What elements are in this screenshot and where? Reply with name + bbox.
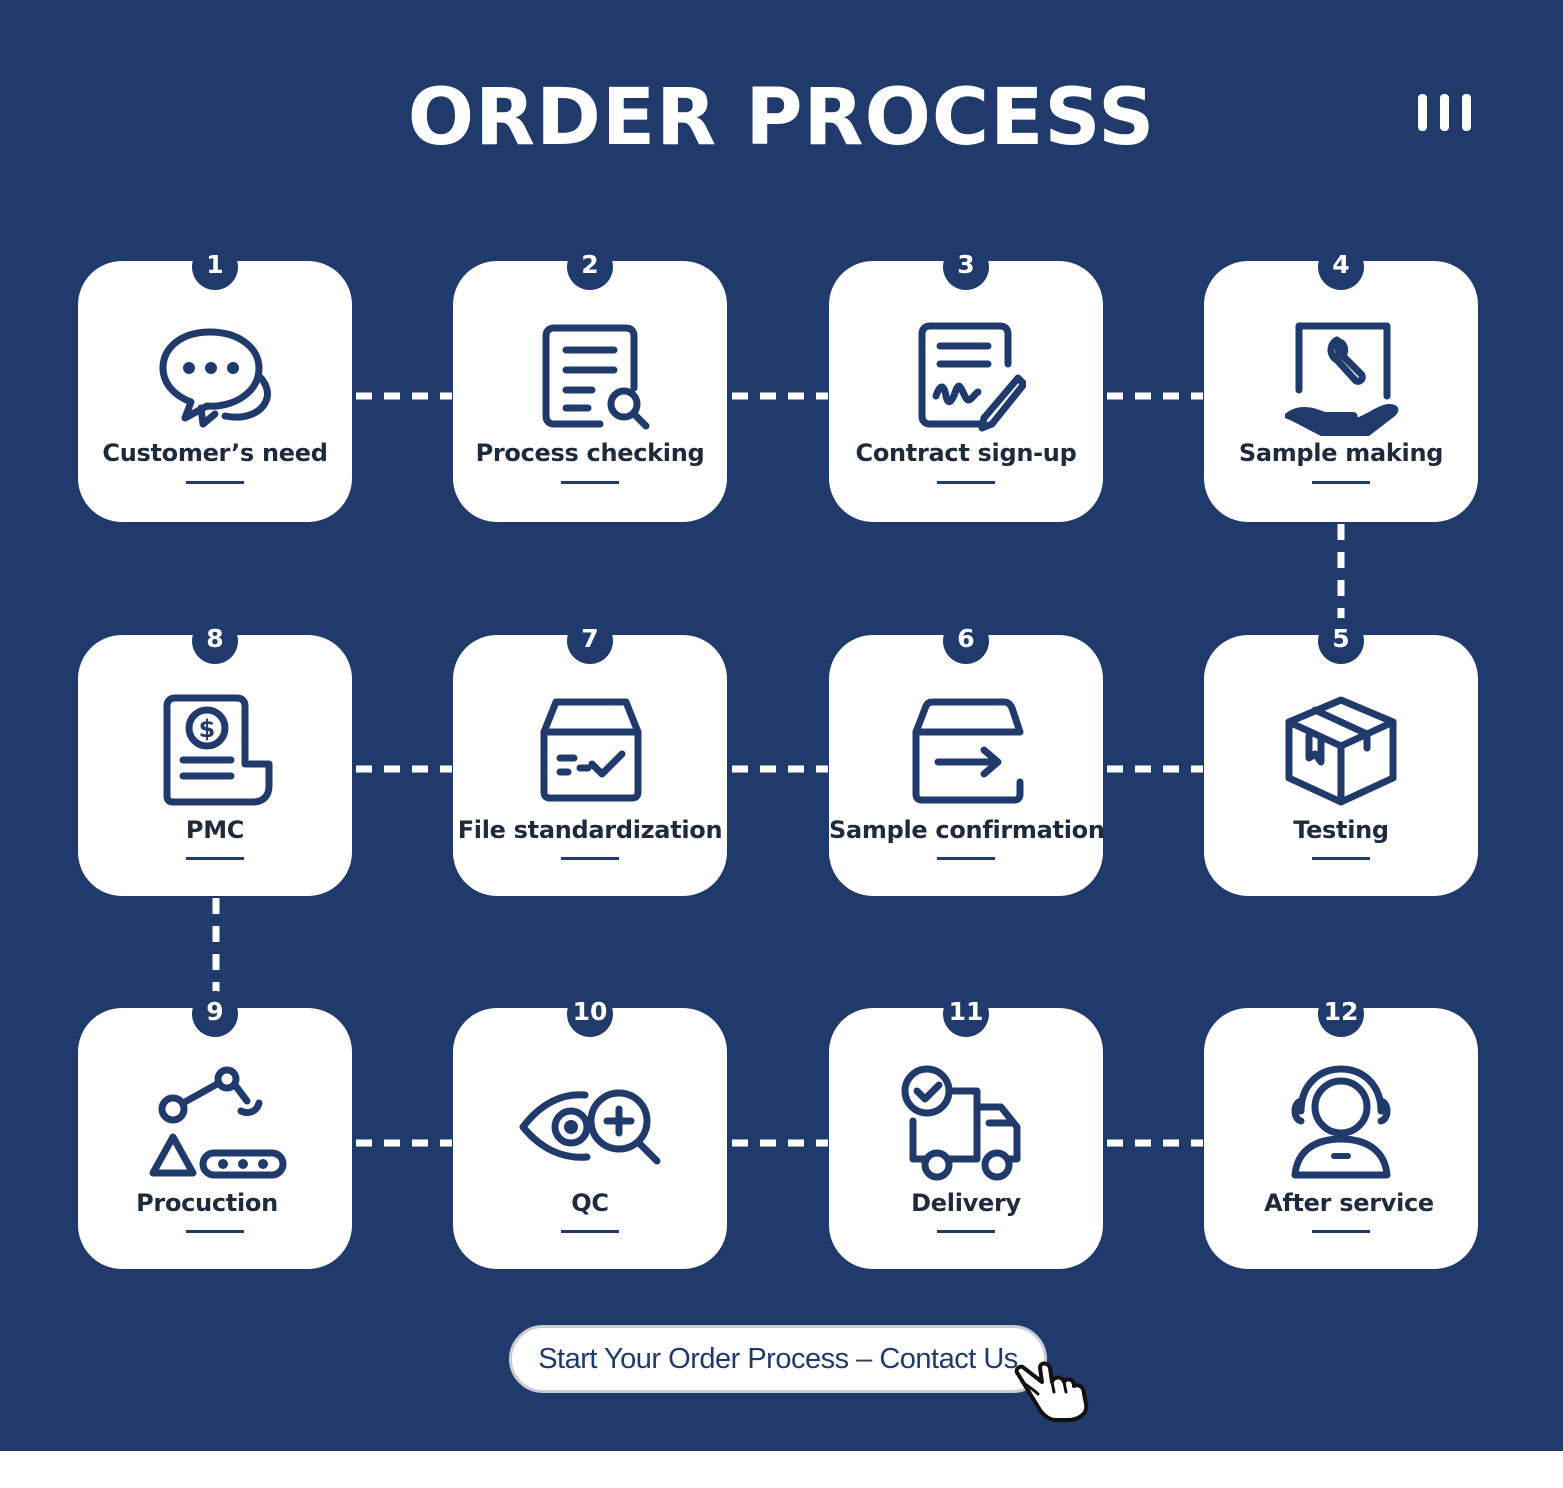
document-search-icon: [542, 324, 650, 430]
step-number: 1: [192, 244, 238, 290]
step-number: 12: [1318, 991, 1364, 1037]
step-number: 10: [567, 991, 613, 1037]
label-underline: [1312, 1230, 1370, 1233]
contract-pen-icon: [918, 322, 1026, 432]
svg-text:$: $: [199, 715, 216, 743]
step-label: Delivery: [911, 1189, 1021, 1217]
step-number: 5: [1318, 618, 1364, 664]
label-underline: [186, 1230, 244, 1233]
step-number: 11: [943, 991, 989, 1037]
label-underline: [561, 857, 619, 860]
step-label: Process checking: [475, 439, 705, 467]
step-card-9: 9 Procuction: [78, 991, 352, 1269]
step-label: Procuction: [136, 1189, 278, 1217]
invoice-dollar-icon: $: [163, 694, 273, 806]
label-underline: [937, 1230, 995, 1233]
step-number: 2: [567, 244, 613, 290]
box-check-icon: [540, 698, 642, 802]
label-underline: [937, 857, 995, 860]
step-label: File standardization: [457, 816, 723, 844]
pointing-hand-icon[interactable]: [1012, 1356, 1096, 1422]
step-number: 4: [1318, 244, 1364, 290]
step-card-7: 7 File standardization: [453, 618, 727, 896]
step-card-11: 11 Delivery: [829, 991, 1103, 1269]
step-card-3: 3 Contract sign-up: [829, 244, 1103, 522]
vertical-bars-icon: [1416, 94, 1476, 132]
robot-arm-conveyor-icon: [149, 1066, 287, 1179]
step-number: 8: [192, 618, 238, 664]
delivery-truck-icon: [901, 1065, 1021, 1181]
label-underline: [561, 1230, 619, 1233]
contact-us-button[interactable]: Start Your Order Process – Contact Us: [509, 1325, 1047, 1393]
step-card-2: 2 Process checking: [453, 244, 727, 522]
label-underline: [561, 481, 619, 484]
label-underline: [1312, 481, 1370, 484]
chat-bubbles-icon: [159, 328, 271, 428]
headset-agent-icon: [1291, 1065, 1391, 1179]
step-label: Testing: [1293, 816, 1389, 844]
step-label: PMC: [185, 816, 245, 844]
step-label: Customer’s need: [102, 439, 328, 467]
page-title: ORDER PROCESS: [407, 73, 1156, 163]
step-card-1: 1 Customer’s need: [78, 244, 352, 522]
label-underline: [1312, 857, 1370, 860]
package-box-icon: [1285, 696, 1397, 806]
step-number: 9: [192, 991, 238, 1037]
label-underline: [186, 481, 244, 484]
step-label: Sample confirmation: [829, 816, 1105, 844]
step-label: Contract sign-up: [855, 439, 1077, 467]
eye-magnifier-icon: [519, 1089, 661, 1165]
step-card-12: 12 After service: [1204, 991, 1478, 1269]
step-number: 3: [943, 244, 989, 290]
step-card-10: 10 QC: [453, 991, 727, 1269]
step-number: 7: [567, 618, 613, 664]
step-label: Sample making: [1238, 439, 1444, 467]
step-card-8: 8 $ PMC: [78, 618, 352, 896]
step-number: 6: [943, 618, 989, 664]
label-underline: [186, 857, 244, 860]
label-underline: [937, 481, 995, 484]
hand-wrench-icon: [1285, 322, 1399, 436]
step-card-5: 5 Testing: [1204, 618, 1478, 896]
box-arrow-icon: [912, 698, 1024, 804]
step-label: After service: [1264, 1189, 1434, 1217]
step-label: QC: [571, 1189, 609, 1217]
step-card-4: 4 Sample making: [1204, 244, 1478, 522]
step-card-6: 6 Sample confirmation: [829, 618, 1105, 896]
